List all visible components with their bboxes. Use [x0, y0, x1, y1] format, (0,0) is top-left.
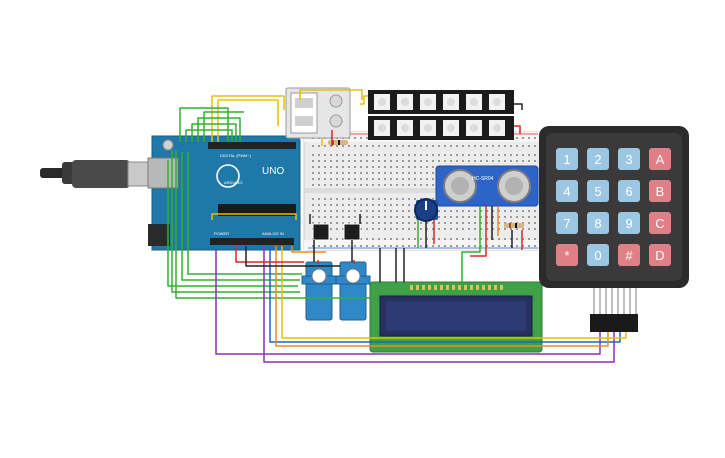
keypad-key[interactable]: #	[618, 244, 640, 266]
wire[interactable]	[171, 150, 300, 293]
wire[interactable]	[514, 125, 521, 134]
wire[interactable]	[179, 107, 229, 142]
neopixel-strip-top[interactable]	[368, 90, 514, 114]
usb-cable[interactable]	[40, 160, 161, 188]
keypad-key[interactable]: D	[649, 244, 671, 266]
atmega-chip	[218, 204, 296, 216]
keypad-key[interactable]: *	[556, 244, 578, 266]
ultrasonic-sensor[interactable]: HC-SR04	[435, 165, 539, 207]
power-header-label: POWER	[214, 231, 229, 236]
keypad-key-label: C	[655, 216, 664, 231]
arduino-model-label: UNO	[262, 166, 284, 177]
keypad-key[interactable]: 7	[556, 212, 578, 234]
wire[interactable]	[263, 246, 615, 363]
dc-jack	[148, 224, 170, 246]
keypad-key[interactable]: 0	[587, 244, 609, 266]
wire[interactable]	[215, 250, 601, 355]
wire[interactable]	[211, 213, 297, 220]
keypad-key[interactable]: 9	[618, 212, 640, 234]
keypad-key[interactable]: 4	[556, 180, 578, 202]
power-analog-header	[210, 238, 294, 245]
servo-motor-1[interactable]	[301, 261, 337, 321]
reset-button[interactable]	[162, 139, 174, 151]
lcd-pin-header	[410, 285, 503, 290]
ultrasonic-label: HC-SR04	[472, 176, 494, 182]
transistor-2[interactable]	[343, 223, 361, 241]
wire[interactable]	[181, 152, 300, 281]
resistor-1[interactable]	[328, 140, 348, 145]
wires	[167, 89, 627, 363]
arduino-uno-board[interactable]: DIGITAL (PWM~) UNO ARDUINO POWER ANALOG …	[147, 135, 301, 251]
wire[interactable]	[217, 99, 279, 142]
wire[interactable]	[470, 206, 487, 257]
potentiometer[interactable]	[414, 198, 438, 222]
keypad-key-label: 6	[625, 184, 632, 199]
keypad-key-label: #	[625, 248, 633, 263]
digital-header	[208, 142, 296, 149]
keypad-key-label: 1	[563, 152, 570, 167]
wire[interactable]	[281, 246, 627, 339]
wire[interactable]	[299, 89, 363, 100]
wire[interactable]	[514, 103, 523, 110]
arduino-logo	[216, 164, 240, 188]
wire[interactable]	[191, 123, 237, 142]
breadboard-holes	[312, 137, 536, 247]
keypad[interactable]: 1 2 3 A 4 5 6 B 7 8 9 C * 0 # D	[539, 126, 689, 288]
keypad-key-label: 0	[594, 248, 601, 263]
wire[interactable]	[245, 246, 340, 267]
lcd-display[interactable]	[369, 281, 543, 353]
keypad-key-label: 3	[625, 152, 632, 167]
wire[interactable]	[275, 246, 609, 347]
keypad-key-label: *	[564, 248, 569, 263]
keypad-key-label: D	[655, 248, 664, 263]
keypad-key[interactable]: B	[649, 180, 671, 202]
analog-header-label: ANALOG IN	[262, 231, 284, 236]
keypad-key-label: 5	[594, 184, 601, 199]
keypad-connector[interactable]	[590, 288, 638, 332]
resistor-2[interactable]	[504, 223, 524, 228]
keypad-key[interactable]: 8	[587, 212, 609, 234]
keypad-key-label: 2	[594, 152, 601, 167]
relay-module[interactable]	[285, 87, 351, 139]
keypad-key-label: 7	[563, 216, 570, 231]
keypad-key[interactable]: C	[649, 212, 671, 234]
arduino-brand-label: ARDUINO	[224, 180, 242, 185]
keypad-key-label: A	[656, 152, 665, 167]
wire[interactable]	[211, 95, 285, 142]
usb-port	[147, 157, 179, 189]
wire[interactable]	[203, 111, 244, 142]
keypad-key[interactable]: 5	[587, 180, 609, 202]
keypad-key-label: 8	[594, 216, 601, 231]
wire[interactable]	[461, 206, 481, 282]
keypad-key-label: 4	[563, 184, 570, 199]
wire[interactable]	[235, 246, 304, 263]
transistor-1[interactable]	[312, 223, 330, 241]
servo-motor-2[interactable]	[335, 261, 371, 321]
keypad-key[interactable]: 3	[618, 148, 640, 170]
wire[interactable]	[269, 246, 621, 343]
digital-header-label: DIGITAL (PWM~)	[220, 153, 252, 158]
wire[interactable]	[167, 160, 298, 287]
keypad-key[interactable]: A	[649, 148, 671, 170]
keypad-key-label: 9	[625, 216, 632, 231]
neopixel-strip-bottom[interactable]	[368, 116, 514, 140]
keypad-key[interactable]: 1	[556, 148, 578, 170]
keypad-key[interactable]: 6	[618, 180, 640, 202]
wire[interactable]	[175, 150, 370, 299]
keypad-key[interactable]: 2	[587, 148, 609, 170]
wire[interactable]	[185, 129, 233, 142]
wire[interactable]	[360, 95, 368, 105]
keypad-key-label: B	[656, 184, 665, 199]
